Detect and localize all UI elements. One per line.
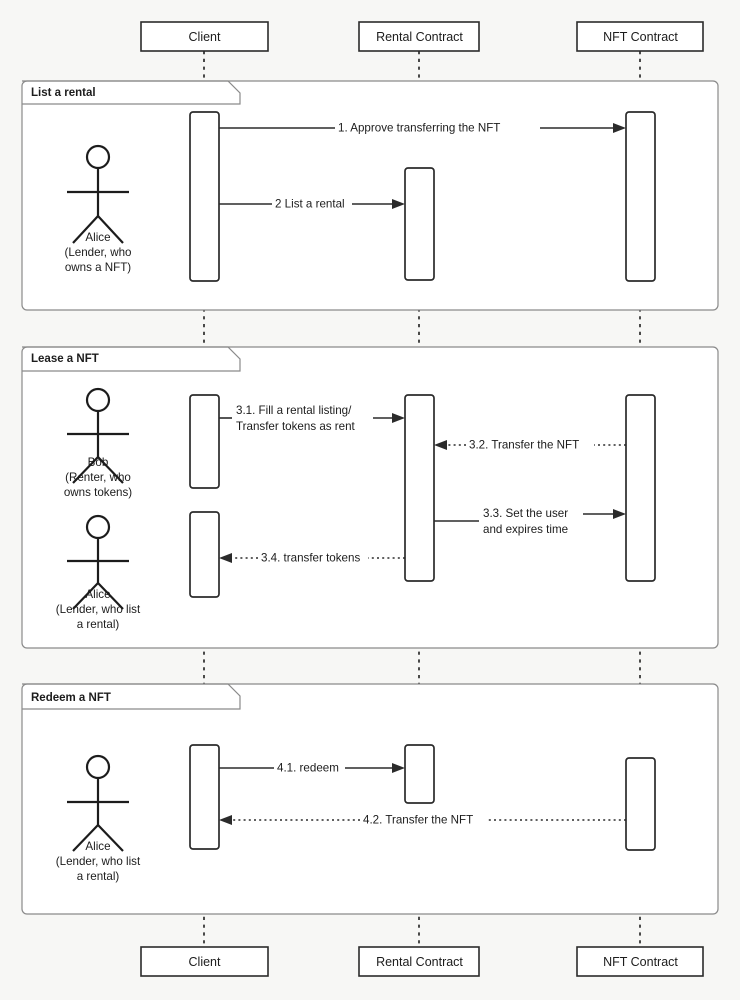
lifeline-box-bottom-rental[interactable] <box>358 946 480 977</box>
message-m41[interactable]: 4.1. redeem <box>219 762 405 775</box>
fragment-border-list-a-rental <box>21 80 719 311</box>
message-m34[interactable]: 3.4. transfer tokens <box>219 552 405 565</box>
message-m1[interactable]: 1. Approve transferring the NFT <box>219 122 626 135</box>
lifeline-footer-nft[interactable]: NFT Contract <box>576 946 704 977</box>
activation-bar-nft-f1 <box>625 111 656 282</box>
lifeline-box-client[interactable] <box>140 21 269 52</box>
actor-detail-line2: a rental) <box>77 870 120 883</box>
lifeline-footer-rental[interactable]: Rental Contract <box>358 946 480 977</box>
activation-bar-rental-f2 <box>404 394 435 582</box>
lifeline-label-nft: NFT Contract <box>603 30 678 44</box>
actor-name-label: Alice <box>85 231 110 244</box>
actor-leg-left-icon <box>72 582 99 610</box>
message-arrowhead-m33 <box>613 509 626 519</box>
actor-detail-line1: (Lender, who <box>64 246 131 259</box>
actor-bob-renter[interactable]: Bob (Renter, who owns tokens) <box>64 387 132 499</box>
actor-head-icon <box>85 144 111 170</box>
fragment-label-list-a-rental: List a rental <box>31 87 96 99</box>
actor-detail-line2: a rental) <box>77 618 120 631</box>
message-m31[interactable]: 3.1. Fill a rental listing/ Transfer tok… <box>219 404 405 433</box>
fragment-redeem-a-nft[interactable]: Redeem a NFT Alice (Lender, who list a r… <box>21 683 719 915</box>
message-label-m41: 4.1. redeem <box>277 762 339 775</box>
activation-bar-rental-f1 <box>404 167 435 281</box>
message-arrowhead-m2 <box>392 199 405 209</box>
message-label-m2: 2 List a rental <box>275 198 345 211</box>
message-label-m31-line1: 3.1. Fill a rental listing/ <box>236 404 352 417</box>
actor-leg-right-icon <box>97 215 124 244</box>
message-arrowhead-m41 <box>392 763 405 773</box>
actor-name-label: Bob <box>88 456 109 469</box>
activation-bar-rental-f3 <box>404 744 435 804</box>
message-m42[interactable]: 4.2. Transfer the NFT <box>219 814 626 827</box>
actor-name-label: Alice <box>85 840 110 853</box>
message-label-m42: 4.2. Transfer the NFT <box>363 814 473 827</box>
actor-detail-line2: owns a NFT) <box>65 261 131 274</box>
message-arrowhead-m1 <box>613 123 626 133</box>
actor-detail-line1: (Renter, who <box>65 471 131 484</box>
message-arrowhead-m42 <box>219 815 232 825</box>
message-arrowhead-m32 <box>434 440 447 450</box>
actor-head-icon <box>85 387 111 413</box>
fragment-lease-a-nft[interactable]: Lease a NFT Bob (Renter, who owns tokens… <box>21 346 719 649</box>
lifeline-label-rental: Rental Contract <box>376 30 463 44</box>
activation-bar-nft-f2 <box>625 394 656 582</box>
activation-bar-nft-f3 <box>625 757 656 851</box>
lifeline-header-rental[interactable]: Rental Contract <box>358 21 480 52</box>
fragment-tab-redeem-a-nft <box>22 683 241 710</box>
lifeline-label-bottom-nft: NFT Contract <box>603 955 678 969</box>
message-label-m33-line1: 3.3. Set the user <box>483 507 568 520</box>
fragment-tab-list-a-rental <box>22 80 241 105</box>
message-label-m1: 1. Approve transferring the NFT <box>338 122 500 135</box>
lifeline-box-bottom-nft[interactable] <box>576 946 704 977</box>
fragment-border-redeem-a-nft <box>21 683 719 915</box>
fragment-label-redeem-a-nft: Redeem a NFT <box>31 692 111 704</box>
actor-alice-lender-list-2[interactable]: Alice (Lender, who list a rental) <box>56 754 141 883</box>
actor-alice-lender-list[interactable]: Alice (Lender, who list a rental) <box>56 514 141 631</box>
fragment-list-a-rental[interactable]: List a rental Alice (Lender, who owns a … <box>21 80 719 311</box>
activation-bar-client-f2-top <box>189 394 220 489</box>
message-label-m32: 3.2. Transfer the NFT <box>469 439 579 452</box>
message-arrowhead-m31 <box>392 413 405 423</box>
message-label-m31-line2: Transfer tokens as rent <box>236 420 356 433</box>
actor-leg-left-icon <box>72 215 99 244</box>
actor-leg-left-icon <box>72 824 99 852</box>
message-arrowhead-m34 <box>219 553 232 563</box>
actor-leg-left-icon <box>72 456 99 484</box>
actor-leg-right-icon <box>97 582 124 610</box>
message-m2[interactable]: 2 List a rental <box>219 198 405 211</box>
activation-bar-client-f2-bottom <box>189 511 220 598</box>
actor-leg-right-icon <box>97 456 124 484</box>
lifeline-box-bottom-client[interactable] <box>140 946 269 977</box>
actor-detail-line1: (Lender, who list <box>56 603 141 616</box>
message-label-m34: 3.4. transfer tokens <box>261 552 360 565</box>
actor-detail-line2: owns tokens) <box>64 486 132 499</box>
actor-leg-right-icon <box>97 824 124 852</box>
lifeline-box-nft[interactable] <box>576 21 704 52</box>
lifeline-header-nft[interactable]: NFT Contract <box>576 21 704 52</box>
message-label-m33-line2: and expires time <box>483 523 568 536</box>
activation-bar-client-f1 <box>189 111 220 282</box>
lifeline-label-client: Client <box>189 30 221 44</box>
actor-head-icon <box>85 514 111 540</box>
actor-alice-lender-owns[interactable]: Alice (Lender, who owns a NFT) <box>64 144 132 274</box>
activation-bar-client-f3 <box>189 744 220 850</box>
actor-head-icon <box>85 754 111 780</box>
actor-detail-line1: (Lender, who list <box>56 855 141 868</box>
lifeline-footer-client[interactable]: Client <box>140 946 269 977</box>
message-m33[interactable]: 3.3. Set the user and expires time <box>434 507 626 536</box>
lifeline-label-bottom-rental: Rental Contract <box>376 955 463 969</box>
message-m32[interactable]: 3.2. Transfer the NFT <box>434 439 626 452</box>
actor-name-label: Alice <box>85 588 110 601</box>
fragment-tab-lease-a-nft <box>22 346 241 372</box>
lifeline-box-rental[interactable] <box>358 21 480 52</box>
fragment-label-lease-a-nft: Lease a NFT <box>31 353 99 365</box>
lifeline-header-client[interactable]: Client <box>140 21 269 52</box>
lifeline-label-bottom-client: Client <box>189 955 221 969</box>
